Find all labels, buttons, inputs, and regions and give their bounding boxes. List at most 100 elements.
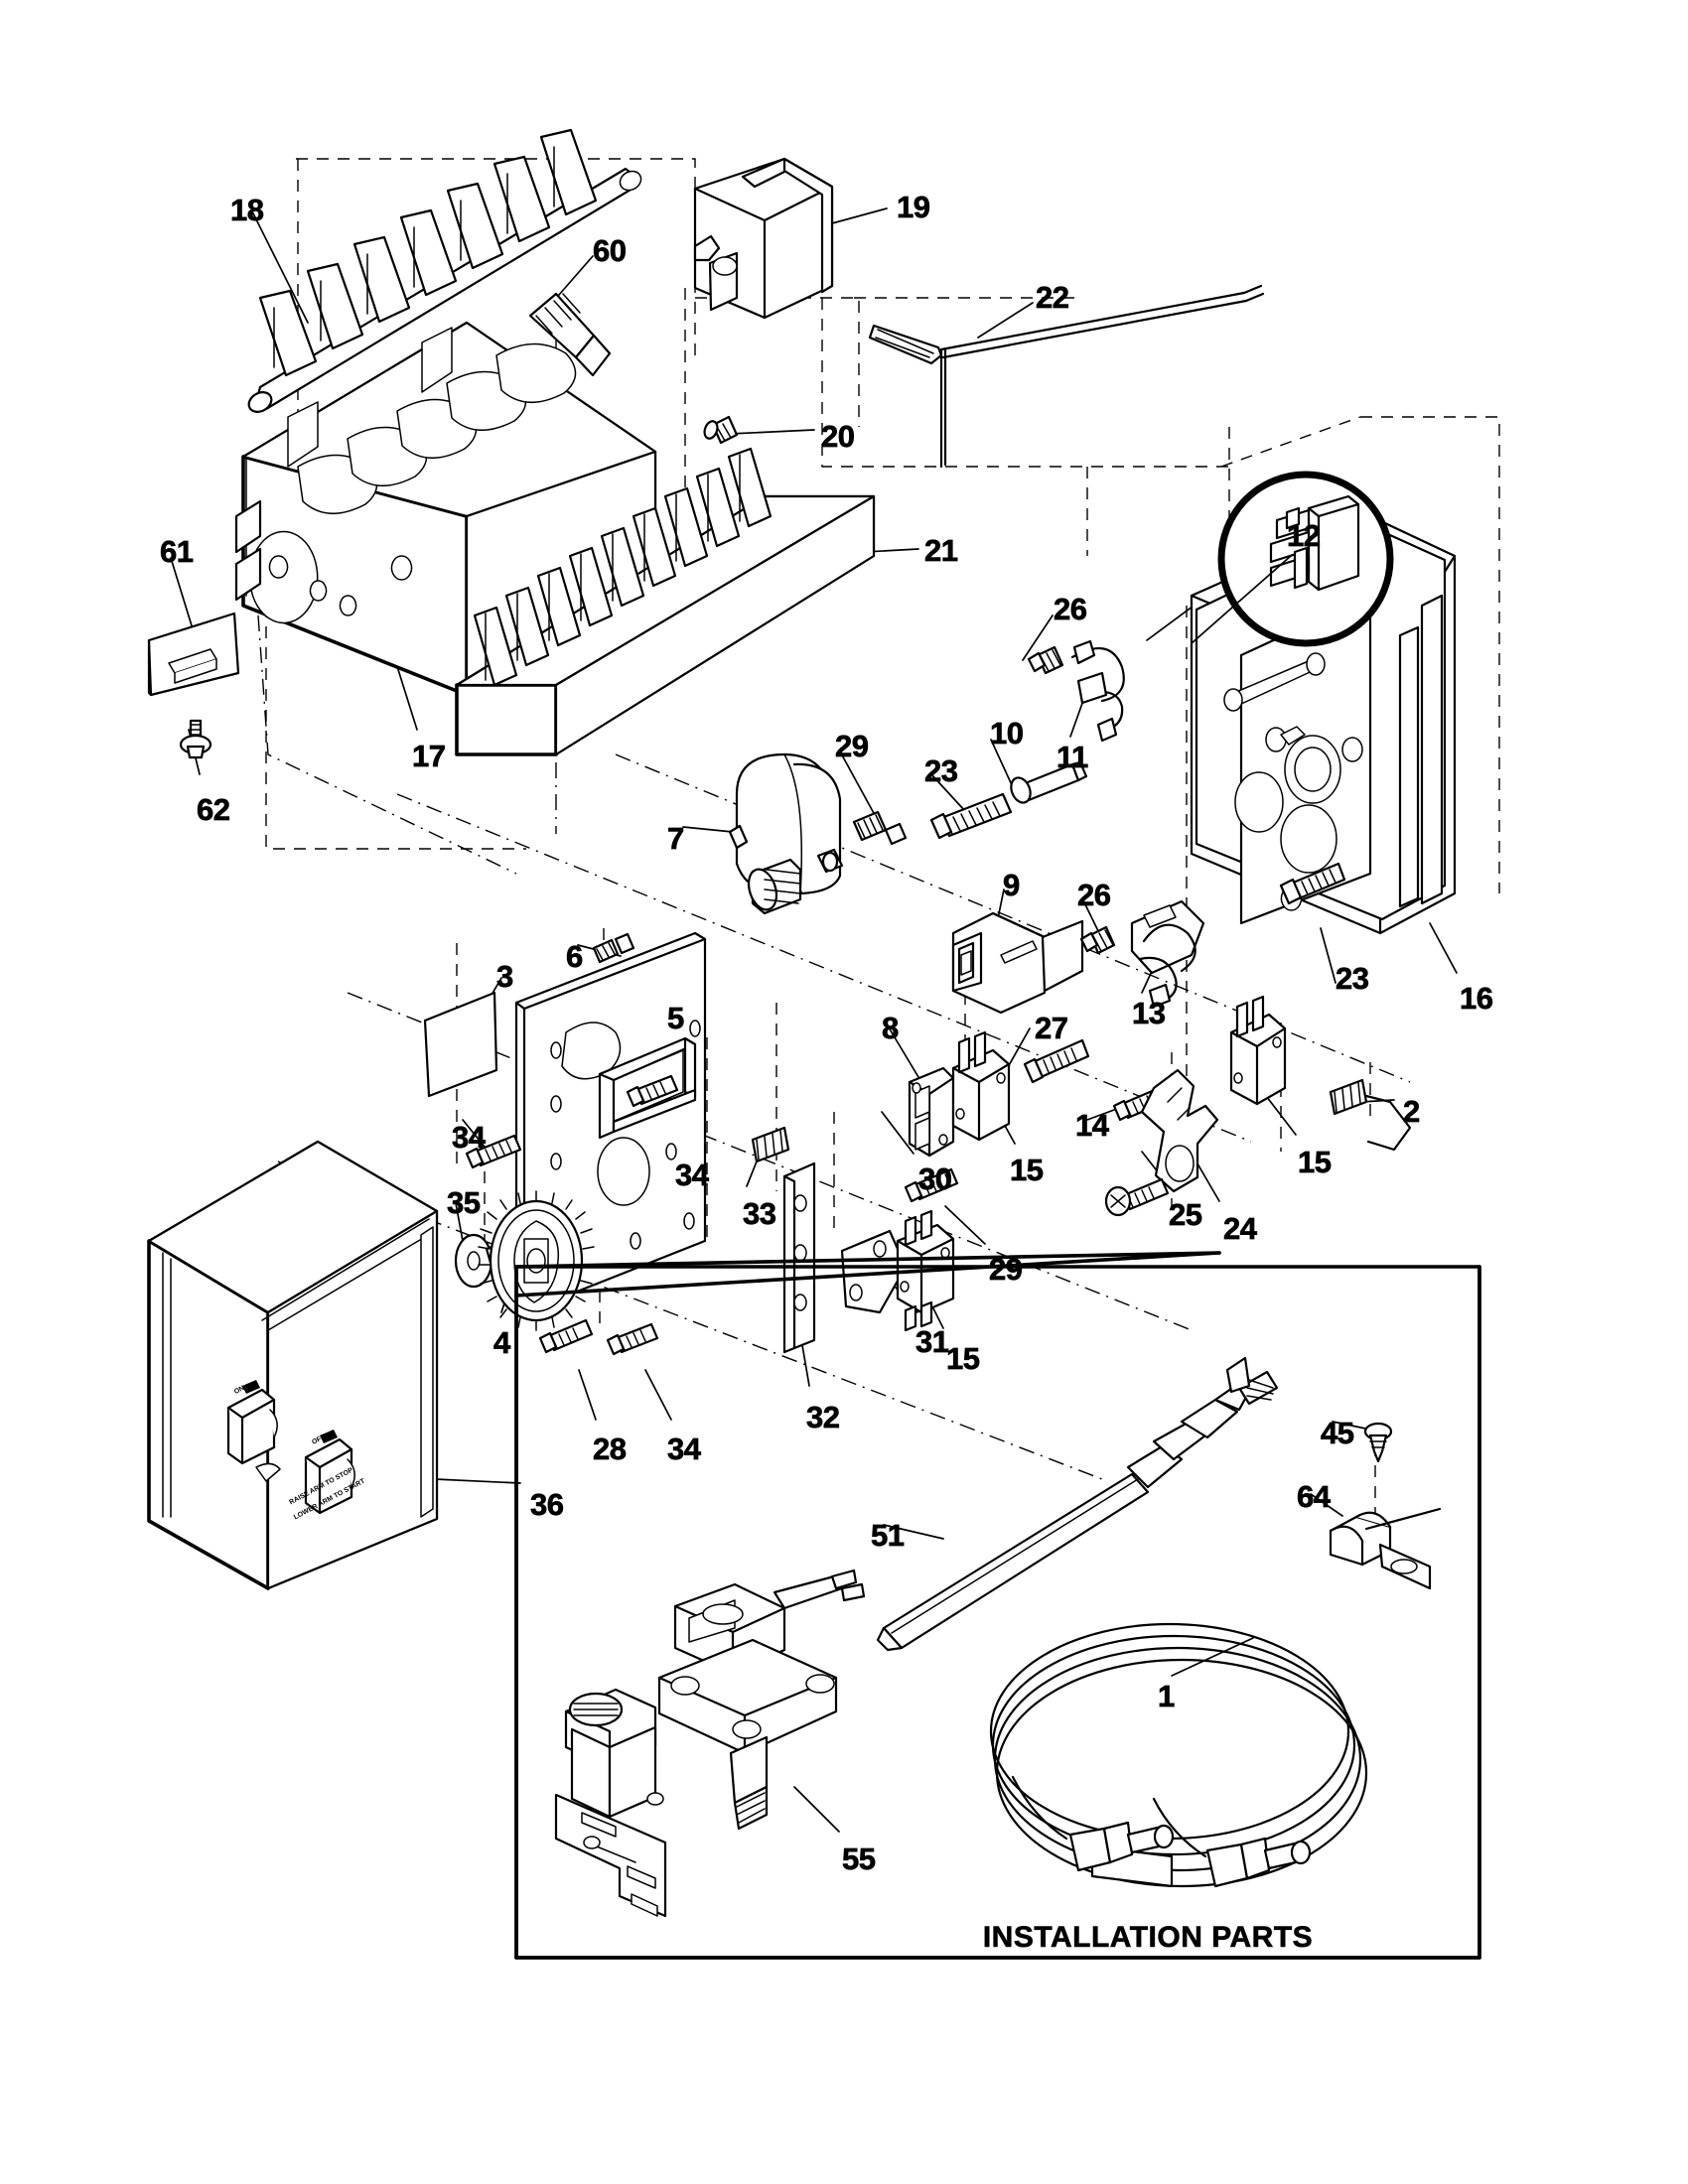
callout-11: 11: [1056, 740, 1089, 774]
callout-25: 25: [1169, 1197, 1203, 1232]
callout-32: 32: [806, 1400, 841, 1434]
callout-5: 5: [667, 1001, 685, 1035]
callout-7: 7: [667, 821, 685, 856]
callout-60: 60: [593, 233, 628, 268]
part-1-water-supply-line: [989, 1622, 1368, 1888]
part-8-switch-lever: [908, 1066, 955, 1158]
part-13-spring-clip: [1130, 899, 1205, 1009]
part-15b-switch: [1229, 995, 1287, 1106]
callout-9: 9: [1003, 868, 1021, 902]
part-33-spring: [751, 1126, 790, 1163]
installation-parts-box: [514, 1251, 1481, 1960]
callout-4: 4: [493, 1325, 511, 1360]
connector-glyph: [1269, 494, 1360, 592]
supply-line-fitting-b: [1205, 1837, 1312, 1888]
callout-34-a: 34: [452, 1120, 487, 1155]
callout-28: 28: [593, 1432, 628, 1466]
part-29a-screw: [852, 810, 908, 846]
callout-36: 36: [530, 1487, 565, 1522]
part-12-connector-detail: [1191, 471, 1394, 647]
callout-26-a: 26: [1054, 592, 1088, 626]
callout-2: 2: [1403, 1094, 1421, 1129]
callout-61: 61: [160, 534, 195, 569]
callout-15-c: 15: [946, 1341, 981, 1376]
callout-20: 20: [821, 419, 856, 454]
supply-line-fitting-a: [1068, 1821, 1175, 1872]
callout-30: 30: [918, 1161, 953, 1196]
part-10-screw: [1010, 760, 1088, 804]
part-60-screw: [528, 292, 612, 377]
callout-34-c: 34: [667, 1432, 702, 1466]
callout-24: 24: [1223, 1211, 1258, 1246]
callout-27: 27: [1035, 1011, 1069, 1045]
part-34a-screw: [465, 1134, 522, 1169]
part-18-ice-stripper: [247, 128, 642, 413]
part-61-bracket: [147, 612, 240, 697]
part-19-fill-cup: [693, 157, 834, 320]
part-26a-screw: [1027, 645, 1064, 675]
part-29b-screw: [904, 1167, 959, 1203]
callout-55: 55: [842, 1842, 877, 1876]
callout-18: 18: [230, 193, 265, 227]
callout-34-b: 34: [675, 1158, 710, 1192]
callout-45: 45: [1321, 1416, 1355, 1450]
callout-26-b: 26: [1077, 878, 1112, 912]
part-20-screw: [703, 415, 739, 445]
part-62-screw: [179, 719, 212, 759]
part-31-bracket-plate: [840, 1229, 908, 1314]
callout-1: 1: [1158, 1679, 1176, 1713]
callout-8: 8: [882, 1011, 900, 1045]
callout-35: 35: [447, 1185, 482, 1220]
part-27-screw: [1023, 1038, 1090, 1084]
ice-bucket-off-switch: [304, 1430, 355, 1515]
part-7-motor: [728, 752, 844, 915]
callout-19: 19: [897, 190, 931, 224]
callout-15-a: 15: [1010, 1153, 1045, 1187]
ice-bucket-on-switch: [226, 1380, 281, 1482]
callout-22: 22: [1036, 280, 1070, 315]
callout-62: 62: [197, 792, 231, 827]
callout-12: 12: [1287, 518, 1322, 553]
callout-3: 3: [496, 959, 514, 994]
part-26b-screw: [1079, 925, 1116, 955]
callout-15-b: 15: [1298, 1145, 1333, 1179]
callout-14: 14: [1075, 1108, 1110, 1143]
callout-64: 64: [1297, 1479, 1332, 1514]
callout-29-a: 29: [835, 729, 870, 763]
callout-10: 10: [990, 716, 1025, 751]
part-9-solenoid: [951, 911, 1084, 1015]
callout-23-b: 23: [1336, 961, 1370, 996]
part-23b-screw: [1279, 862, 1346, 905]
callout-21: 21: [924, 533, 959, 568]
part-23a-screw: [929, 792, 1013, 840]
part-51-fill-tube: [876, 1356, 1279, 1652]
part-16-housing: [1190, 514, 1457, 935]
callout-29-b: 29: [989, 1252, 1024, 1287]
callout-13: 13: [1132, 996, 1167, 1030]
part-2-wire-harness: [1329, 1078, 1412, 1152]
callout-31: 31: [915, 1324, 950, 1359]
part-24-eject-lever: [1140, 1068, 1219, 1193]
part-22-shutoff-arm: [868, 284, 1265, 469]
callout-6: 6: [566, 939, 584, 974]
part-11-wire-clip: [1070, 639, 1125, 743]
part-3-insulation-pad: [423, 991, 498, 1098]
part-21-ejector-comb: [455, 447, 876, 756]
part-32-mounting-strip: [782, 1161, 816, 1354]
callout-23-a: 23: [924, 753, 959, 788]
part-28-screw: [538, 1318, 594, 1354]
part-55-water-valve: [554, 1569, 866, 1918]
installation-parts-title: INSTALLATION PARTS: [982, 1921, 1314, 1955]
part-64-tube-clamp: [1329, 1507, 1442, 1590]
part-45-push-pin: [1363, 1422, 1393, 1463]
callout-17: 17: [412, 739, 447, 773]
part-25-screw: [1104, 1177, 1170, 1217]
part-34b-screw: [626, 1074, 679, 1108]
part-34c-screw: [606, 1322, 659, 1356]
callout-33: 33: [743, 1196, 777, 1231]
callout-16: 16: [1460, 981, 1494, 1016]
motor-pinion: [747, 858, 802, 915]
part-15a-switch: [951, 1030, 1011, 1142]
